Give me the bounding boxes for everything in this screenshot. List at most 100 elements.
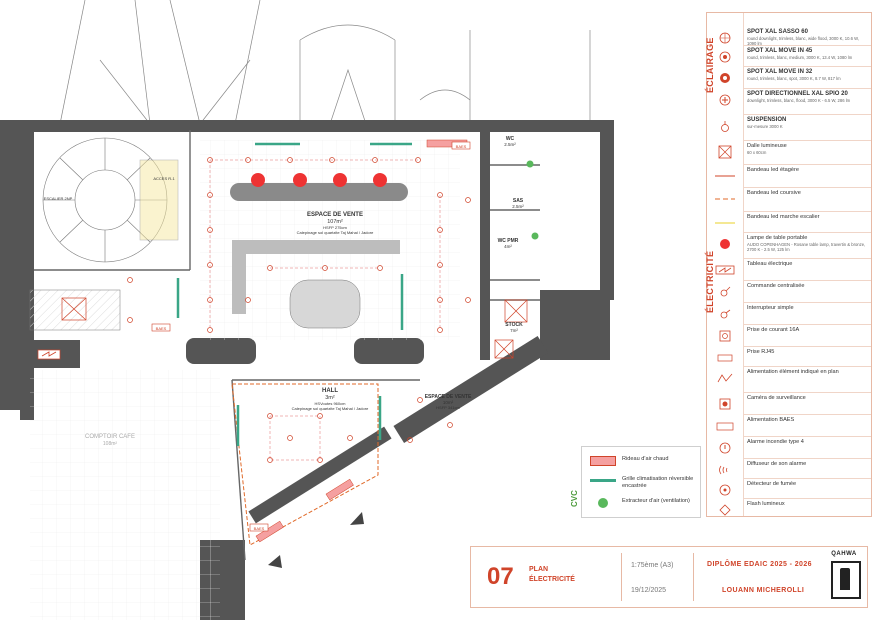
legend-item-title: Caméra de surveillance <box>747 395 806 401</box>
legend-item-title: SPOT XAL SASSO 60 <box>747 29 808 35</box>
tableau-electrique <box>37 349 61 360</box>
legend-separator <box>743 258 871 259</box>
vente2-sub: HSFP 341cm <box>436 405 460 410</box>
title-line-1: PLAN <box>529 566 549 573</box>
legend-separator <box>743 436 871 437</box>
legend-item-title: Bandeau led marche escalier <box>747 214 820 220</box>
legend-item-title: Interrupteur simple <box>747 305 794 311</box>
legend-item-title: Alimentation élément indiqué en plan <box>747 369 839 375</box>
legend-item-text: Prise RJ45 <box>747 349 869 356</box>
legend-separator <box>743 140 871 141</box>
spot-move45-icon <box>715 50 735 64</box>
legend-item: Alimentation BAES <box>707 417 871 435</box>
extracteur-icon <box>598 498 608 508</box>
stock-area: 7m² <box>510 328 518 333</box>
cvc-panel: CVC Rideau d'air chaud Grille climatisat… <box>570 446 701 518</box>
baes-label-1: BAES <box>456 144 467 149</box>
flash-icon <box>715 503 735 517</box>
vente2-title: ESPACE DE VENTE <box>425 394 472 400</box>
camera-icon <box>715 397 735 411</box>
legend-item-desc: 60 x 60cm <box>747 149 767 155</box>
stock-title: STOCK <box>505 322 523 328</box>
legend-separator <box>743 414 871 415</box>
spot-move32-icon <box>715 71 735 85</box>
vente-sub2: Calepinage sol quartzite Taj Mahal / Jad… <box>297 230 374 235</box>
legend-separator <box>743 164 871 165</box>
legend-item-text: Diffuseur de son alarme <box>747 461 869 468</box>
legend-item-text: Alarme incendie type 4 <box>747 439 869 446</box>
facade-arches <box>59 0 591 125</box>
legend-item-title: Dalle lumineuse <box>747 143 787 149</box>
vente-title: ESPACE DE VENTE <box>307 212 363 218</box>
bandeau-etagere-icon <box>715 169 735 183</box>
comptoir-zone <box>30 370 220 620</box>
legend-item-desc: round downlight, trimless, blanc, wide f… <box>747 35 859 46</box>
suspension-lamps <box>251 173 387 187</box>
legend-item: Prise de courant 16A <box>707 327 871 345</box>
legend-item-title: Bandeau led étagère <box>747 167 799 173</box>
legend-separator <box>743 114 871 115</box>
floor-plan: ESPACE DE VENTE 107m² HSFP 275cm Calepin… <box>0 0 614 620</box>
date-text: 19/12/2025 <box>631 587 667 594</box>
diffuseur-icon <box>715 463 735 477</box>
legend-item-title: SPOT XAL MOVE IN 32 <box>747 69 813 75</box>
hall-area: 3m² <box>325 395 335 401</box>
cvc-label-grille: Grille climatisation réversible encastré… <box>622 476 694 489</box>
spot-sasso-icon <box>715 31 735 45</box>
legend-item-text: Alimentation élément indiqué en plan <box>747 369 869 376</box>
legend-item-desc: round, trimless, blanc, spot, 3000 K, 8.… <box>747 75 841 81</box>
conduits <box>209 159 441 461</box>
diplome-text: DIPLÔME EDAIC 2025 - 2026 <box>707 561 812 568</box>
legend-item-title: Alimentation BAES <box>747 417 795 423</box>
legend-item-text: Bandeau led coursive <box>747 190 869 197</box>
author-text: LOUANN MICHEROLLI <box>722 587 805 594</box>
legend-item: Prise RJ45 <box>707 349 871 367</box>
legend-separator <box>743 324 871 325</box>
legend-item: Bandeau led coursive <box>707 190 871 208</box>
commande-icon <box>715 285 735 299</box>
legend-item-text: Tableau électrique <box>747 261 869 268</box>
legend-item: Tableau électrique <box>707 261 871 279</box>
legend-item: Alimentation élément indiqué en plan <box>707 369 871 387</box>
bandeau-coursive-icon <box>715 192 735 206</box>
hall-title: HALL <box>322 388 338 394</box>
legend-item-title: Détecteur de fumée <box>747 481 797 487</box>
sheet-number: 07 <box>487 563 514 590</box>
title-line-2: ÉLECTRICITÉ <box>529 576 575 583</box>
baes-tags <box>151 141 471 532</box>
legend-item-desc: sur-mesure 3000 K <box>747 123 783 129</box>
detecteur-icon <box>715 483 735 497</box>
scale-text: 1:75ème (A3) <box>631 562 674 569</box>
legend-item-title: Prise RJ45 <box>747 349 775 355</box>
legend-separator <box>743 498 871 499</box>
legend-item-title: SPOT DIRECTIONNEL XAL SPIO 20 <box>747 91 848 97</box>
cvc-label-extracteur: Extracteur d'air (ventilation) <box>622 498 690 504</box>
legend-item-text: Prise de courant 16A <box>747 327 869 334</box>
hall-outline <box>231 383 379 546</box>
legend-item-desc: downlight, trimless, blanc, flood, 3000 … <box>747 97 851 103</box>
wc-area: 2.5m² <box>504 142 516 147</box>
comptoir-title: COMPTOIR CAFE <box>85 434 135 440</box>
prise-icon <box>715 329 735 343</box>
acces-label: ACCES R-1 <box>153 176 175 181</box>
legend-item: Bandeau led étagère <box>707 167 871 185</box>
legend-item-title: Flash lumineux <box>747 501 785 507</box>
alim-icon <box>715 371 735 385</box>
legend-separator <box>743 392 871 393</box>
lampe-table-icon <box>715 237 735 251</box>
cvc-row-rideau: Rideau d'air chaud <box>590 453 698 469</box>
partitions <box>34 130 540 561</box>
sas-title: SAS <box>513 198 524 204</box>
legend-item-text: Bandeau led marche escalier <box>747 214 869 221</box>
legend-separator <box>743 232 871 233</box>
wc-title: WC <box>506 136 515 142</box>
tableau-icon <box>715 263 735 277</box>
